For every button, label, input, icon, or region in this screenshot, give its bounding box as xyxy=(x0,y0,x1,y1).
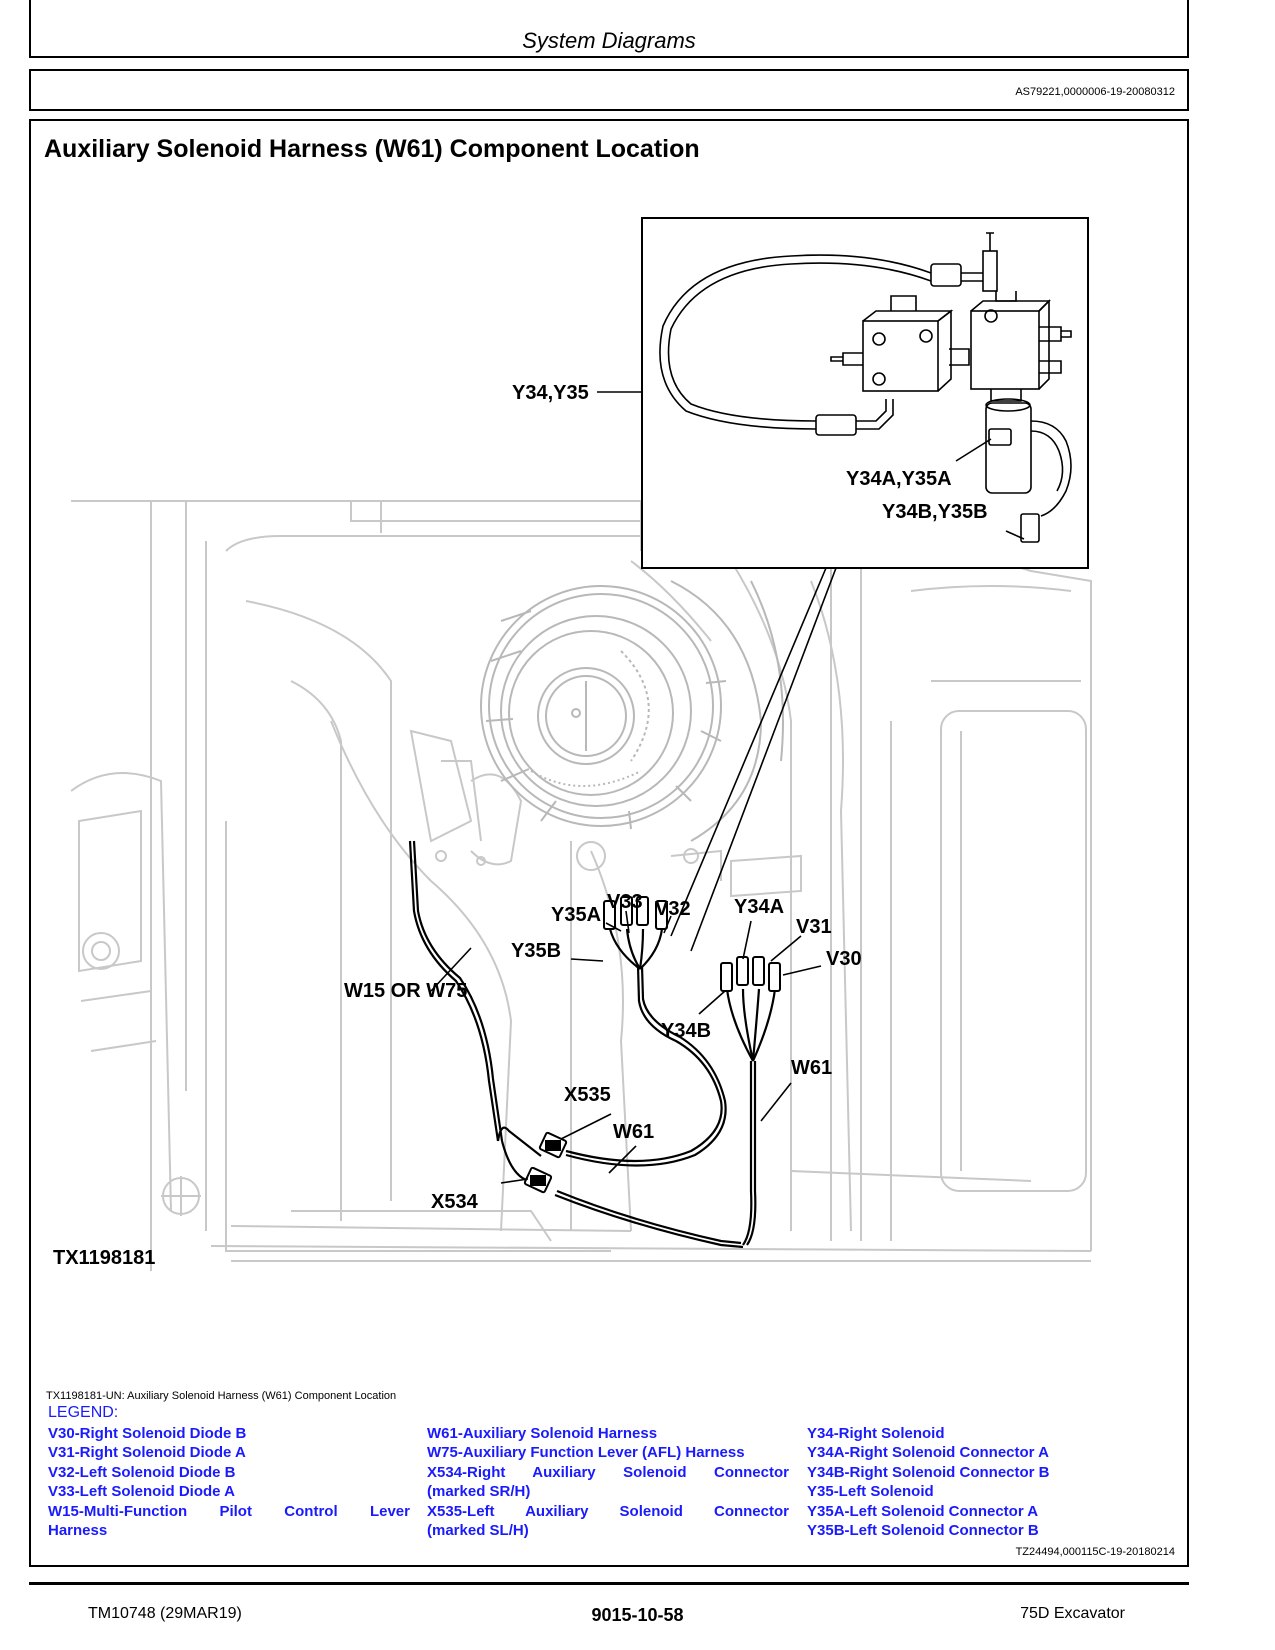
label-w61-right: W61 xyxy=(791,1057,832,1079)
legend-column-3: Y34-Right Solenoid Y34A-Right Solenoid C… xyxy=(807,1424,1167,1540)
label-y34a: Y34A xyxy=(734,896,784,918)
figure-caption: TX1198181-UN: Auxiliary Solenoid Harness… xyxy=(46,1390,397,1402)
label-x534: X534 xyxy=(431,1191,479,1213)
label-v32: V32 xyxy=(655,898,691,920)
label-y35a: Y35A xyxy=(551,904,601,926)
legend-item: Y34A-Right Solenoid Connector A xyxy=(807,1444,1049,1462)
label-w61-left: W61 xyxy=(613,1121,654,1143)
legend-item: Y34B-Right Solenoid Connector B xyxy=(807,1463,1050,1481)
reference-box: AS79221,0000006-19-20080312 xyxy=(29,69,1189,111)
label-v31: V31 xyxy=(796,916,832,938)
legend-column-2: W61-Auxiliary Solenoid Harness W75-Auxil… xyxy=(427,1424,789,1540)
footer-page-number: 9015-10-58 xyxy=(591,1605,684,1625)
legend-item: Harness xyxy=(48,1522,108,1540)
label-y34-y35: Y34,Y35 xyxy=(512,382,589,404)
footer-machine-model: 75D Excavator xyxy=(1020,1605,1125,1622)
label-x535: X535 xyxy=(564,1084,611,1106)
harness-wiring xyxy=(408,840,777,1249)
legend-item: Y35-Left Solenoid xyxy=(807,1483,934,1501)
solenoid-inset xyxy=(641,217,1089,569)
figure-id: TX1198181 xyxy=(53,1247,155,1269)
legend-item: W75-Auxiliary Function Lever (AFL) Harne… xyxy=(427,1444,745,1462)
label-y34a-y35a: Y34A,Y35A xyxy=(846,468,952,490)
footer-manual-id: TM10748 (29MAR19) xyxy=(88,1605,242,1622)
page-title: Auxiliary Solenoid Harness (W61) Compone… xyxy=(44,135,700,163)
footer-rule xyxy=(29,1582,1189,1585)
reference-code-top: AS79221,0000006-19-20080312 xyxy=(1015,86,1175,98)
leader-lines xyxy=(430,391,837,1184)
legend-item: Y34-Right Solenoid xyxy=(807,1425,945,1442)
legend-column-1: V30-Right Solenoid Diode B V31-Right Sol… xyxy=(48,1424,410,1540)
main-content-box: Auxiliary Solenoid Harness (W61) Compone… xyxy=(29,119,1189,1567)
legend-item: V32-Left Solenoid Diode B xyxy=(48,1463,236,1481)
component-location-diagram: Y34,Y35 Y34A,Y35A Y34B,Y35B Y35A V33 V32… xyxy=(53,217,1092,1271)
legend-item: W61-Auxiliary Solenoid Harness xyxy=(427,1425,658,1442)
legend-item: V30-Right Solenoid Diode B xyxy=(48,1425,247,1442)
legend-item: W15-Multi-Function Pilot Control Lever xyxy=(48,1502,410,1520)
label-y35b: Y35B xyxy=(511,940,561,962)
legend-item: X535-Left Auxiliary Solenoid Connector xyxy=(427,1502,789,1520)
legend-item: V31-Right Solenoid Diode A xyxy=(48,1444,246,1462)
label-v30: V30 xyxy=(826,948,862,970)
legend-item: (marked SR/H) xyxy=(427,1483,531,1501)
label-v33: V33 xyxy=(607,891,643,913)
label-y34b: Y34B xyxy=(661,1020,711,1042)
label-w15-or-w75: W15 OR W75 xyxy=(344,980,467,1002)
diagram-labels: Y34,Y35 Y34A,Y35A Y34B,Y35B Y35A V33 V32… xyxy=(53,382,988,1269)
legend-item: Y35B-Left Solenoid Connector B xyxy=(807,1522,1039,1540)
legend-item: Y35A-Left Solenoid Connector A xyxy=(807,1502,1039,1520)
label-y34b-y35b: Y34B,Y35B xyxy=(882,501,988,523)
legend-item: X534-Right Auxiliary Solenoid Connector xyxy=(427,1463,789,1481)
air-cleaner-art xyxy=(480,580,784,842)
legend-item: V33-Left Solenoid Diode A xyxy=(48,1483,235,1501)
legend-item: (marked SL/H) xyxy=(427,1522,529,1540)
reference-code-bottom: TZ24494,000115C-19-20180214 xyxy=(1015,1546,1175,1558)
legend-title: LEGEND: xyxy=(48,1404,119,1421)
section-title: System Diagrams xyxy=(522,28,696,53)
connector-plugs xyxy=(523,896,781,1194)
header-box: System Diagrams xyxy=(29,0,1189,58)
